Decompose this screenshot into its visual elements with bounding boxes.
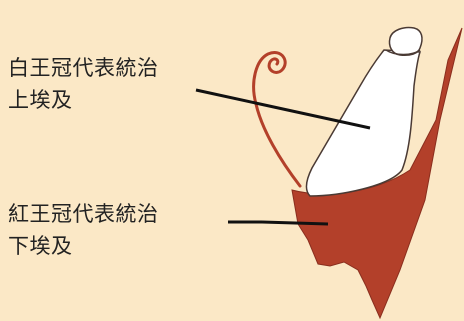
white-crown-leader bbox=[195, 88, 371, 130]
white-crown-label: 白王冠代表統治 上埃及 bbox=[8, 52, 159, 116]
white-crown-shape bbox=[305, 49, 422, 197]
red-crown-leader bbox=[261, 220, 329, 226]
white-crown-label-line2: 上埃及 bbox=[8, 88, 73, 112]
red-crown-label-line1: 紅王冠代表統治 bbox=[8, 202, 159, 226]
white-crown-knob-rim bbox=[385, 49, 421, 56]
red-crown-wire bbox=[252, 51, 302, 188]
red-crown-label-line2: 下埃及 bbox=[8, 234, 73, 258]
white-crown-knob bbox=[388, 26, 423, 56]
white-crown-label-line1: 白王冠代表統治 bbox=[8, 56, 159, 80]
red-crown-label: 紅王冠代表統治 下埃及 bbox=[8, 198, 159, 262]
